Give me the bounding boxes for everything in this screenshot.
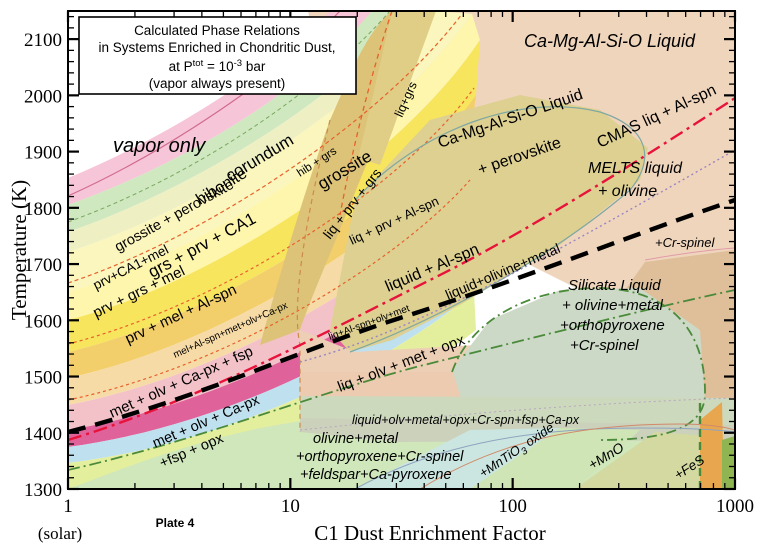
- y-tick-label: 1900: [24, 143, 62, 164]
- label-silicate-1: Silicate Liquid: [568, 277, 661, 294]
- field-prv-grs-mel: [68, 140, 470, 405]
- title-line-2: in Systems Enriched in Chondritic Dust,: [98, 40, 335, 55]
- plot-fields: [68, 11, 735, 489]
- x-tick-label: 100: [498, 496, 527, 517]
- label-vapor-only: vapor only: [113, 135, 206, 157]
- field-met-olv-capx-fsp-opx: [68, 292, 476, 489]
- label-melts-liquid-2: + olivine: [598, 183, 657, 200]
- field-grossite-perovskite: [68, 14, 480, 320]
- x-tick-label: 1000: [716, 496, 754, 517]
- field-fes: [575, 432, 710, 489]
- x-solar-note: (solar): [38, 524, 82, 543]
- title-box: Calculated Phase Relations in Systems En…: [78, 16, 357, 95]
- field-mntio3: [355, 428, 560, 489]
- y-tick-label: 1600: [24, 311, 62, 332]
- x-tick-labels: 1 10 100 1000: [63, 496, 754, 517]
- x-axis-label: C1 Dust Enrichment Factor: [314, 521, 546, 545]
- title-line-3: at Ptot = 10-3 bar: [169, 58, 266, 74]
- label-camgalsio-liquid: Ca-Mg-Al-Si-O Liquid: [524, 31, 696, 51]
- boundary-curves: [68, 11, 735, 489]
- field-corner-orange: [700, 402, 724, 489]
- y-tick-label: 2100: [24, 30, 62, 51]
- title-line-4: (vapor always present): [149, 76, 286, 91]
- y-tick-label: 1500: [24, 368, 62, 389]
- label-liquid-long: liquid+olv+metal+opx+Cr-spn+fsp+Ca-px: [352, 413, 580, 427]
- label-cr-spinel: +Cr-spinel: [655, 235, 715, 250]
- label-olivine-metal-1: olivine+metal: [313, 431, 399, 447]
- x-tick-label: 10: [281, 496, 300, 517]
- label-olivine-metal-3: +feldspar+Ca-pyroxene: [300, 467, 452, 483]
- field-corner-green: [722, 436, 735, 489]
- field-grs-prv-ca1: [68, 40, 480, 352]
- y-tick-label: 1700: [24, 255, 62, 276]
- label-silicate-4: +Cr-spinel: [570, 337, 639, 354]
- y-tick-label: 1400: [24, 424, 62, 445]
- axis-ticks: [66, 11, 737, 491]
- field-mno: [470, 428, 640, 489]
- y-tick-label: 1300: [24, 480, 62, 501]
- field-prv-ca1-mel: [68, 95, 476, 378]
- y-tick-labels: 1300 1400 1500 1600 1700 1800 1900 2000 2100: [24, 30, 62, 501]
- field-prv-mel-alspn: [68, 190, 470, 430]
- y-tick-label: 1800: [24, 199, 62, 220]
- label-silicate-2: + olivine+metal: [562, 297, 664, 314]
- label-melts-liquid-1: MELTS liquid: [588, 160, 683, 177]
- label-olivine-metal-2: +orthopyroxene+Cr-spinel: [296, 449, 464, 465]
- x-tick-label: 1: [63, 496, 73, 517]
- field-liq-grs: [358, 11, 436, 165]
- y-axis-label: Temperature (K): [7, 180, 31, 320]
- title-line-1: Calculated Phase Relations: [134, 23, 300, 38]
- field-mel-alspn-met-olv-capx: [68, 236, 472, 447]
- plate-label: Plate 4: [156, 516, 195, 530]
- field-met-olv-capx-fsp: [68, 266, 474, 463]
- label-silicate-3: +orthopyroxene: [560, 317, 665, 334]
- y-tick-label: 2000: [24, 86, 62, 107]
- plot-frame: [67, 10, 736, 490]
- field-camgalsio-liquid-perovskite: [330, 95, 648, 352]
